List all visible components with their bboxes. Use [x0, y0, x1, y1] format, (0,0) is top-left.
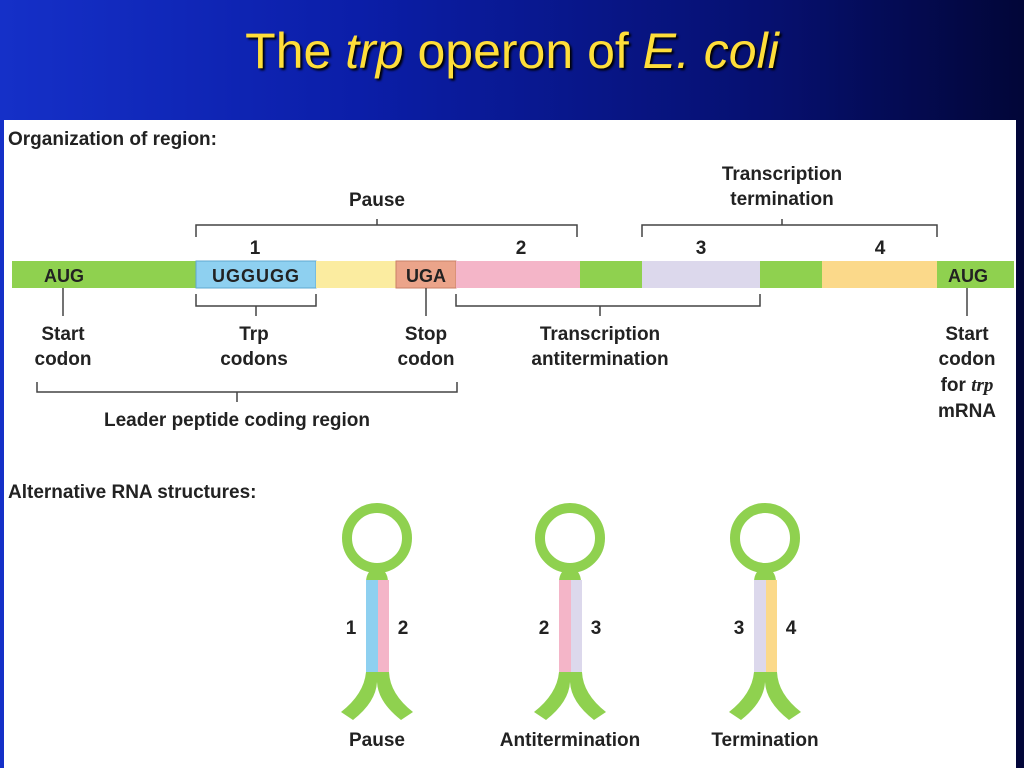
organization-heading: Organization of region: — [8, 129, 217, 150]
figure-panel: Organization of region: Alternative RNA … — [4, 120, 1016, 768]
antitermination-loop — [535, 503, 605, 573]
leader-region-label: Leader peptide coding region — [104, 410, 370, 431]
title-mid: operon of — [403, 23, 643, 79]
stop-codon-label-1: Stop — [405, 324, 447, 345]
antitermination-right-number: 3 — [591, 618, 602, 639]
pause-left-number: 1 — [346, 618, 357, 639]
hairpin-antitermination: 2 3 Antitermination — [500, 503, 640, 751]
operon-diagram: Organization of region: Alternative RNA … — [8, 129, 1014, 751]
termination-bracket-line1: Transcription — [722, 164, 842, 185]
segment-spacer-a — [580, 261, 642, 288]
antitermination-structure-label: Antitermination — [500, 730, 640, 751]
antitermination-label-2: antitermination — [531, 349, 668, 370]
trp-codons-label-1: Trp — [239, 324, 269, 345]
pause-bracket-label: Pause — [349, 190, 405, 211]
antitermination-strand-left — [559, 580, 571, 672]
structures-heading: Alternative RNA structures: — [8, 482, 256, 503]
segment-stop-uga — [395, 260, 457, 289]
termination-tails — [729, 672, 801, 720]
termination-structure-label: Termination — [711, 730, 818, 751]
pause-bracket — [195, 219, 578, 237]
codon-aug-end: AUG — [948, 266, 988, 286]
segment-region-1 — [195, 260, 317, 289]
mrna-start-label-3: for trp — [941, 375, 994, 396]
title-italic-trp: trp — [345, 23, 404, 79]
annotation-connectors — [36, 288, 968, 402]
segment-region-4 — [822, 261, 937, 288]
segment-start-aug — [12, 261, 196, 288]
slide-title: The trp operon of E. coli — [0, 22, 1024, 80]
segment-leader — [316, 261, 396, 288]
antitermination-tails — [534, 672, 606, 720]
segment-spacer-b — [760, 261, 822, 288]
region-number-4: 4 — [875, 238, 886, 259]
trp-codons-label-2: codons — [220, 349, 288, 370]
pause-strand-left — [366, 580, 378, 672]
region-number-3: 3 — [696, 238, 707, 259]
termination-left-number: 3 — [734, 618, 745, 639]
title-italic-ecoli: E. coli — [642, 23, 779, 79]
mrna-start-for: for — [941, 375, 972, 396]
termination-bracket-line2: termination — [730, 189, 833, 210]
codon-ugg: UGGUGG — [212, 266, 300, 286]
hairpin-termination: 3 4 Termination — [711, 503, 819, 751]
start-codon-label-2: codon — [35, 349, 92, 370]
termination-strand-right — [766, 580, 777, 672]
pause-right-number: 2 — [398, 618, 409, 639]
antitermination-strand-right — [571, 580, 582, 672]
hairpin-pause: 1 2 Pause — [341, 503, 413, 751]
segment-region-3 — [642, 261, 760, 288]
termination-loop — [730, 503, 800, 573]
termination-right-number: 4 — [786, 618, 797, 639]
region-number-2: 2 — [516, 238, 527, 259]
pause-tails — [341, 672, 413, 720]
pause-strand-right — [378, 580, 389, 672]
pause-loop — [342, 503, 412, 573]
mrna-start-label-4: mRNA — [938, 401, 996, 422]
segment-region-2 — [456, 261, 580, 288]
mrna-start-trp: trp — [971, 375, 993, 396]
mrna-start-label-2: codon — [939, 349, 996, 370]
mrna-bar — [12, 260, 1014, 289]
codon-uga: UGA — [406, 266, 446, 286]
mrna-start-label-1: Start — [945, 324, 989, 345]
start-codon-label-1: Start — [41, 324, 85, 345]
termination-strand-left — [754, 580, 766, 672]
region-number-1: 1 — [250, 238, 261, 259]
title-pre: The — [245, 23, 346, 79]
antitermination-left-number: 2 — [539, 618, 550, 639]
codon-aug-start: AUG — [44, 266, 84, 286]
segment-end-aug — [937, 261, 1014, 288]
antitermination-label-1: Transcription — [540, 324, 660, 345]
termination-bracket — [641, 219, 938, 237]
pause-structure-label: Pause — [349, 730, 405, 751]
stop-codon-label-2: codon — [398, 349, 455, 370]
